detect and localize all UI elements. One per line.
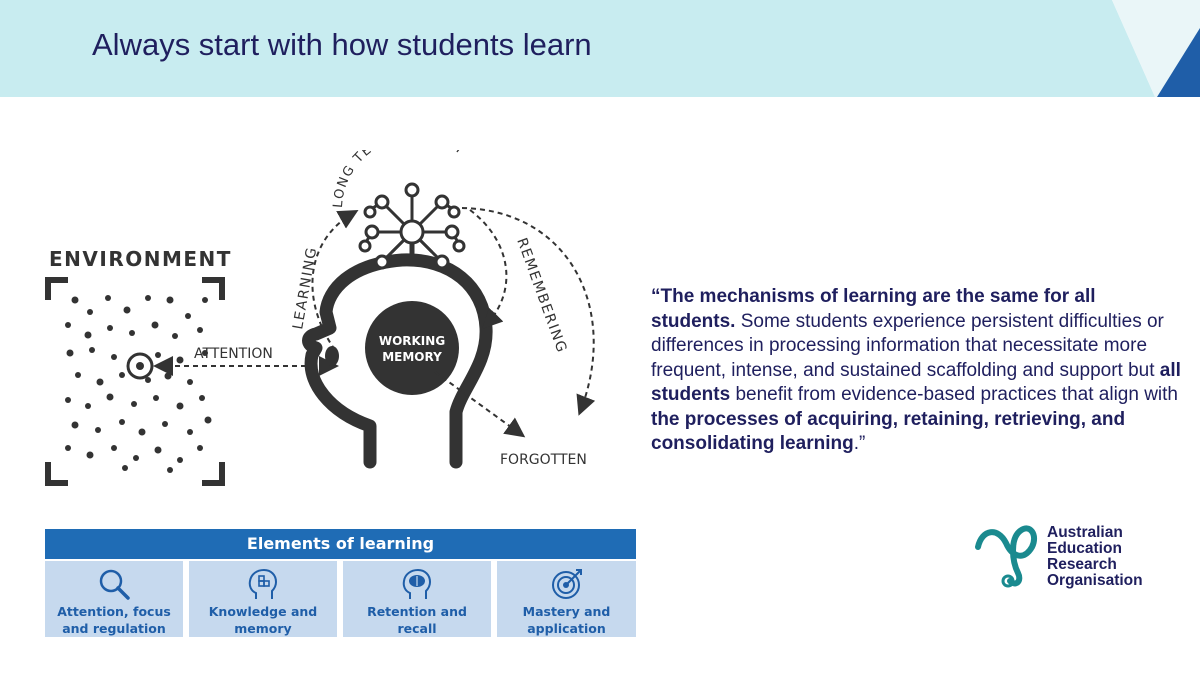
elements-of-learning-panel: Elements of learning Attention, focus an… bbox=[45, 529, 636, 639]
element-label-line2: recall bbox=[397, 621, 437, 636]
quote-part-4: benefit from evidence-based practices th… bbox=[730, 384, 1178, 405]
learning-mechanisms-quote: “The mechanisms of learning are the same… bbox=[651, 285, 1181, 457]
elements-header: Elements of learning bbox=[45, 529, 636, 559]
element-attention-focus: Attention, focus and regulation bbox=[45, 561, 183, 637]
page-title: Always start with how students learn bbox=[92, 27, 592, 62]
element-label-line1: Retention and bbox=[367, 604, 467, 619]
aero-logo: Australian Education Research Organisati… bbox=[972, 517, 1162, 592]
logo-line-2: Education bbox=[1047, 540, 1122, 557]
environment-dots bbox=[65, 295, 212, 473]
header-banner: Always start with how students learn bbox=[0, 0, 1200, 97]
quote-part-6: .” bbox=[853, 433, 866, 454]
head-ear bbox=[325, 346, 339, 366]
learning-process-diagram: ENVIRONMENT ATTENTION WORKI bbox=[45, 150, 596, 486]
element-mastery-application: Mastery and application bbox=[497, 561, 636, 637]
head-outline bbox=[302, 253, 493, 469]
forgotten-label: FORGOTTEN bbox=[500, 452, 587, 468]
quote-part-5: the processes of acquiring, retaining, r… bbox=[651, 408, 1126, 455]
element-knowledge-memory: Knowledge and memory bbox=[189, 561, 337, 637]
element-label-line1: Attention, focus bbox=[57, 604, 171, 619]
quote-part-3: all students bbox=[651, 359, 1181, 406]
long-term-memory-network-icon bbox=[358, 182, 466, 270]
working-memory-circle bbox=[365, 301, 459, 395]
brain-head-icon bbox=[402, 568, 432, 599]
element-label-line2: memory bbox=[234, 621, 292, 636]
working-memory-label-line1: WORKING bbox=[379, 334, 445, 348]
aero-logo-text: Australian Education Research Organisati… bbox=[1047, 525, 1143, 589]
element-label-line1: Mastery and bbox=[522, 604, 611, 619]
element-label-line1: Knowledge and bbox=[208, 604, 318, 619]
puzzle-head-icon bbox=[248, 568, 278, 599]
element-retention-recall: Retention and recall bbox=[343, 561, 491, 637]
element-label-line2: application bbox=[527, 621, 606, 636]
remembering-arrow bbox=[469, 209, 508, 329]
learning-arrow bbox=[311, 210, 359, 351]
aero-logo-mark-icon bbox=[975, 525, 1038, 588]
element-label-line2: and regulation bbox=[62, 621, 166, 636]
target-icon bbox=[551, 569, 582, 599]
quote-part-1: “The mechanisms of learning are the same… bbox=[651, 286, 1096, 332]
logo-line-3: Research bbox=[1047, 556, 1117, 573]
learning-label: LEARNING bbox=[290, 245, 320, 330]
banner-shape bbox=[0, 0, 1200, 97]
forgotten-arrow bbox=[434, 371, 526, 438]
quote-part-2: Some students experience persistent diff… bbox=[651, 310, 1164, 381]
attention-label: ATTENTION bbox=[194, 346, 273, 362]
magnifier-icon bbox=[99, 569, 130, 600]
attention-target-icon bbox=[126, 352, 154, 380]
long-term-decay-arrow bbox=[461, 207, 596, 416]
logo-line-4: Organisation bbox=[1047, 572, 1143, 589]
environment-frame bbox=[45, 277, 225, 486]
logo-line-1: Australian bbox=[1047, 524, 1123, 541]
working-memory-label-line2: MEMORY bbox=[382, 350, 442, 364]
environment-label: ENVIRONMENT bbox=[49, 247, 232, 271]
remembering-label: REMEMBERING bbox=[513, 236, 570, 356]
